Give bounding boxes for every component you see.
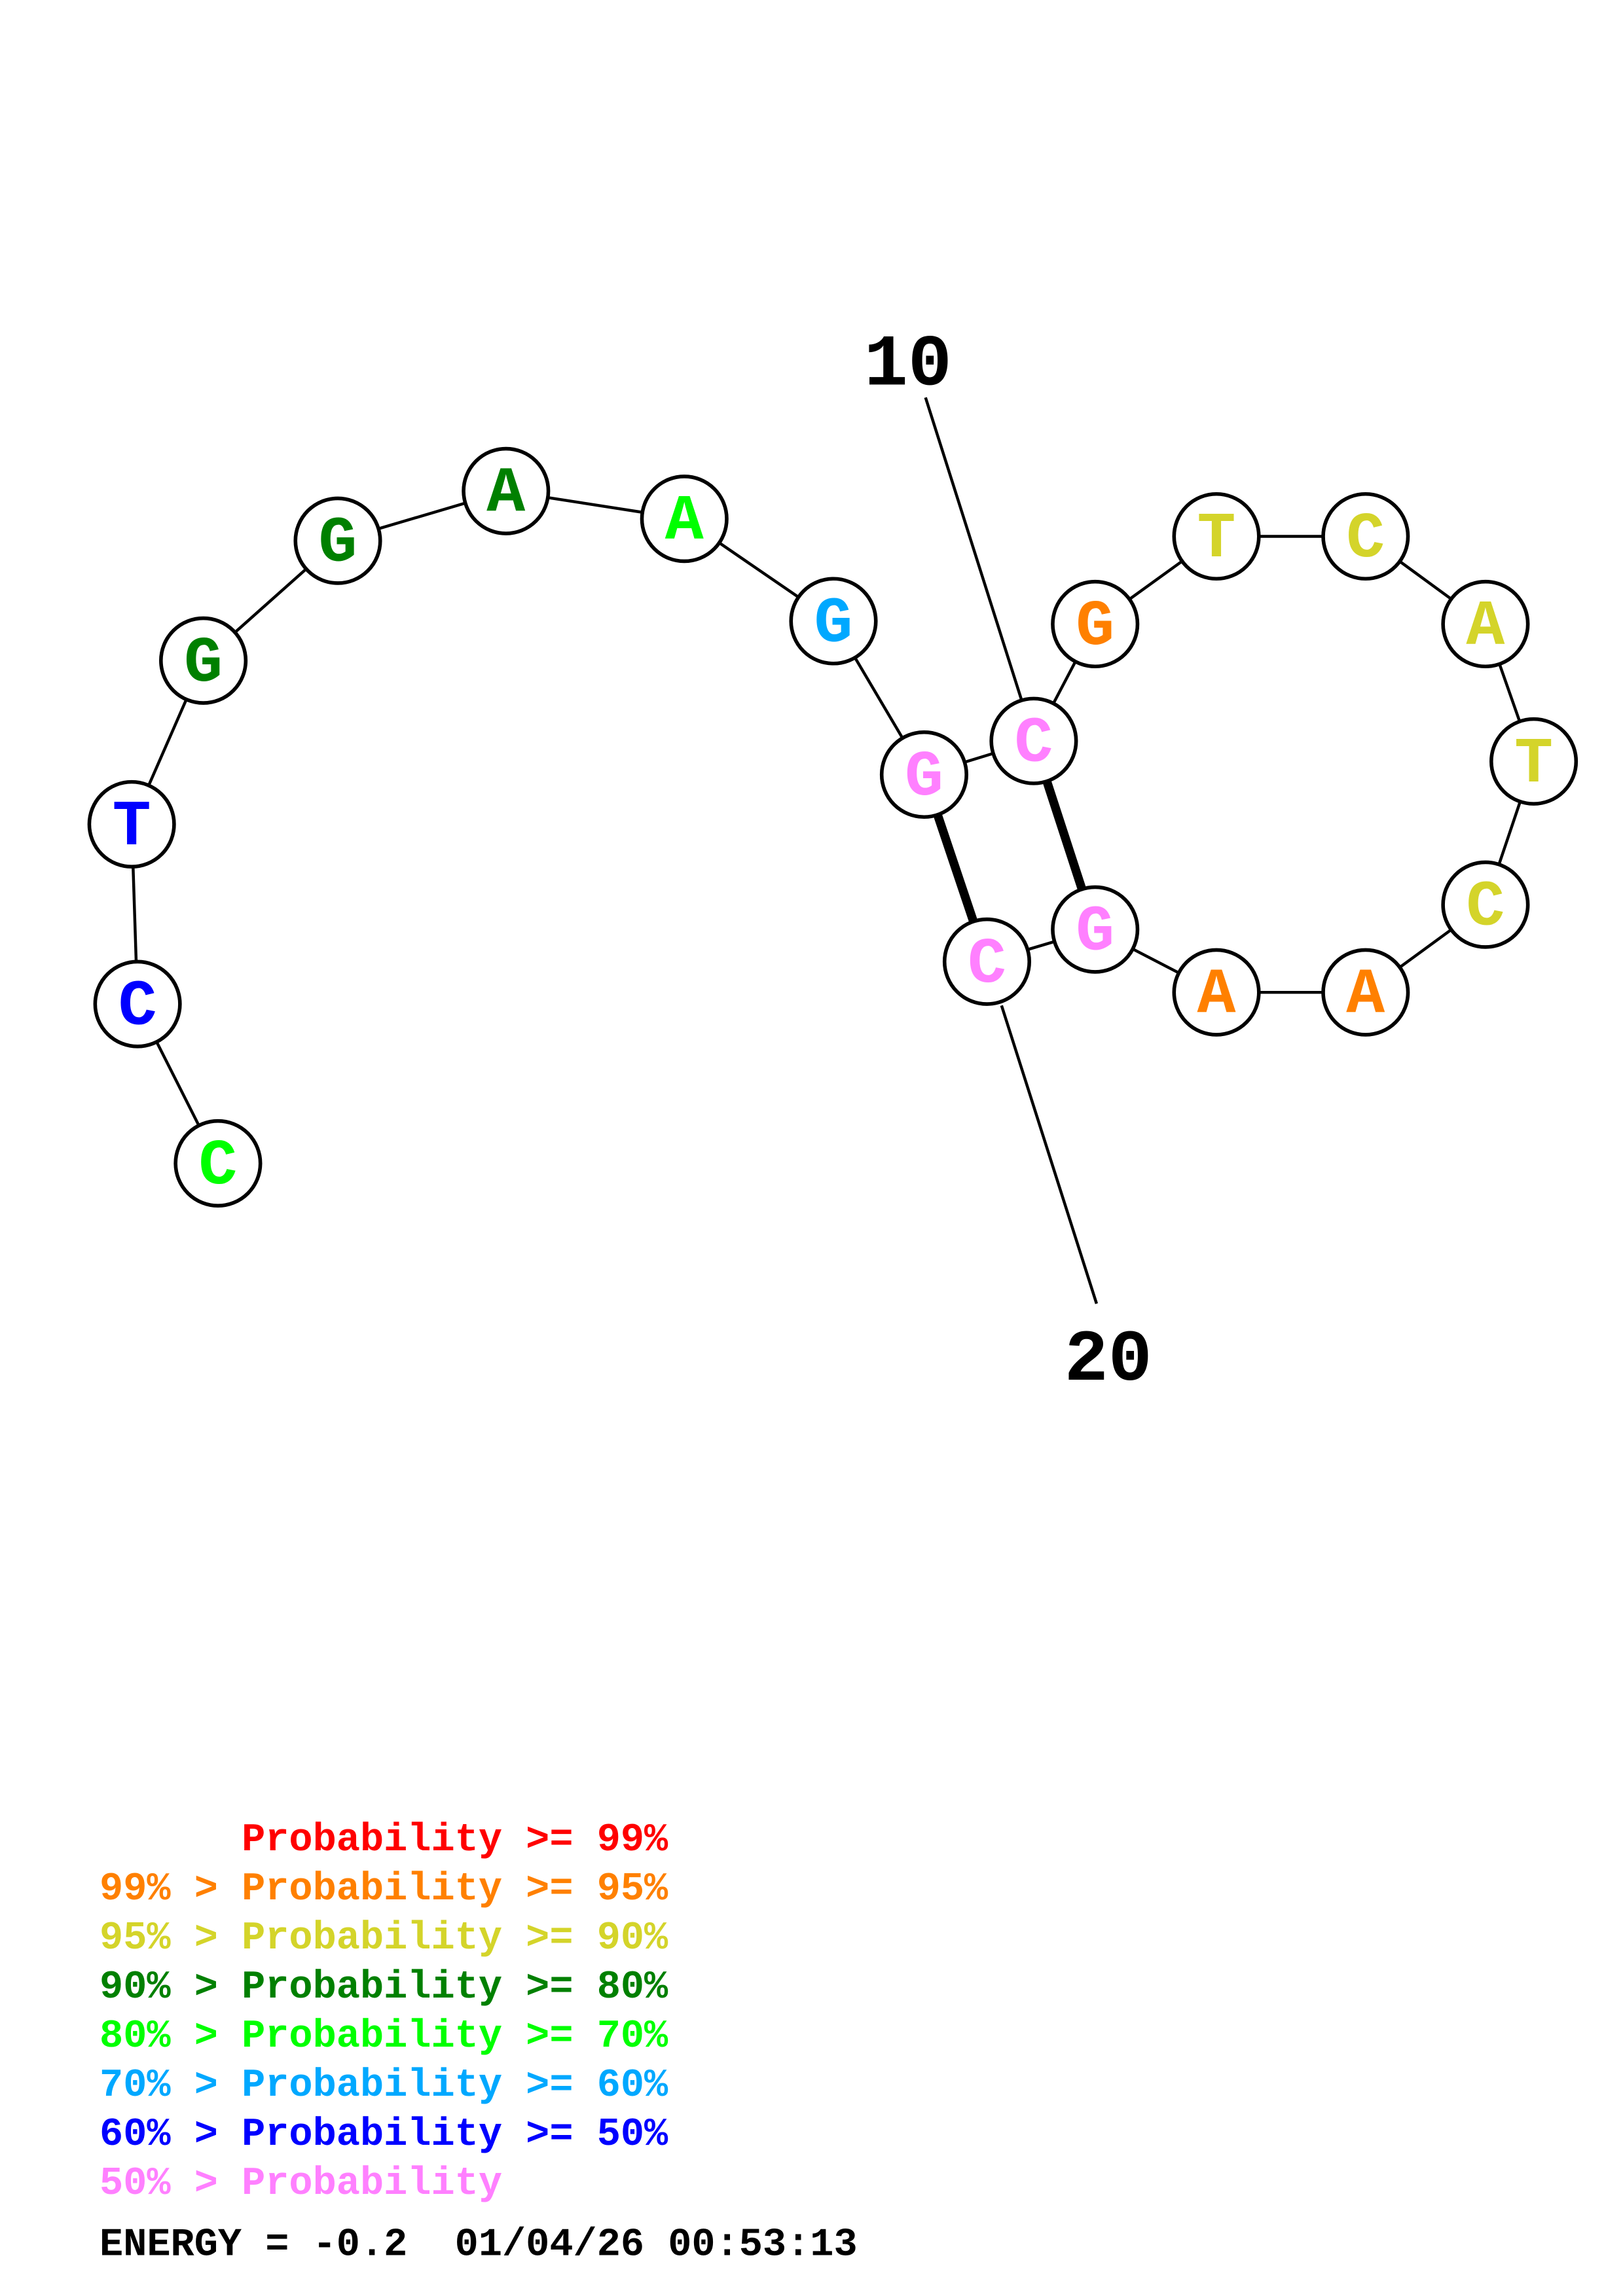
- nucleotide-7: A: [640, 475, 729, 564]
- nucleotide-12: T: [1172, 492, 1261, 581]
- nucleotide-letter: A: [486, 457, 525, 531]
- nucleotide-17: A: [1321, 948, 1410, 1037]
- nucleotide-circle: [173, 1119, 263, 1208]
- legend-entry-p70: 80% > Probability >= 70%: [100, 2015, 668, 2059]
- nucleotide-circle: [942, 917, 1032, 1006]
- position-label-10: 10: [864, 323, 952, 406]
- nucleotide-18: A: [1172, 948, 1261, 1037]
- nucleotide-letter: G: [184, 627, 223, 700]
- legend-entry-p80: 90% > Probability >= 80%: [100, 1965, 668, 2010]
- legend-entry-p60: 70% > Probability >= 60%: [100, 2064, 668, 2108]
- legend-entry-p99: Probability >= 99%: [100, 1818, 668, 1863]
- nucleotide-circle: [1172, 948, 1261, 1037]
- nucleotide-20: C: [942, 917, 1032, 1006]
- nucleotide-circle: [1441, 579, 1530, 669]
- nucleotide-letter: C: [198, 1130, 237, 1203]
- nucleotide-6: A: [462, 446, 551, 535]
- nucleotide-13: C: [1321, 492, 1410, 581]
- nucleotide-1: C: [173, 1119, 263, 1208]
- nucleotide-letter: G: [905, 741, 943, 814]
- nucleotide-letter: A: [1346, 959, 1385, 1032]
- nucleotide-circle: [1051, 579, 1140, 669]
- nucleotide-letter: C: [968, 928, 1006, 1001]
- nucleotide-circle: [293, 496, 382, 585]
- label-20-pointer: [1000, 1005, 1099, 1304]
- nucleotide-letter: C: [1466, 871, 1504, 944]
- nucleotide-circle: [640, 475, 729, 564]
- nucleotide-circle: [93, 960, 182, 1049]
- nucleotide-circle: [159, 616, 248, 705]
- position-label-20: 20: [1065, 1319, 1152, 1402]
- nucleotide-letter: C: [1014, 708, 1053, 781]
- nucleotide-circle: [1051, 885, 1140, 974]
- nucleotide-circle: [789, 577, 878, 666]
- nucleotide-4: G: [159, 616, 248, 705]
- nucleotide-circle: [1489, 717, 1578, 806]
- nucleotide-circle: [879, 730, 968, 819]
- energy-timestamp: ENERGY = -0.2 01/04/26 00:53:13: [100, 2223, 858, 2267]
- legend-entry-p50: 60% > Probability >= 50%: [100, 2113, 668, 2157]
- nucleotide-letter: T: [113, 791, 151, 864]
- nucleotide-5: G: [293, 496, 382, 585]
- nucleotide-3: T: [87, 780, 176, 869]
- label-10-pointer: [924, 397, 1024, 702]
- nucleotide-letter: G: [319, 507, 357, 581]
- nucleotide-circle: [462, 446, 551, 535]
- nucleotide-2: C: [93, 960, 182, 1049]
- nucleotide-circle: [1321, 492, 1410, 581]
- legend-entry-low: 50% > Probability: [100, 2162, 502, 2206]
- nucleotide-15: T: [1489, 717, 1578, 806]
- nucleotide-14: A: [1441, 579, 1530, 669]
- nucleotide-letter: T: [1514, 728, 1553, 801]
- nucleotide-letter: A: [1197, 959, 1236, 1032]
- nucleotide-letter: T: [1197, 503, 1236, 576]
- nucleotide-16: C: [1441, 860, 1530, 949]
- nucleotide-letter: G: [1076, 590, 1114, 664]
- nucleotide-circle: [1172, 492, 1261, 581]
- nucleotide-circle: [1321, 948, 1410, 1037]
- nucleotide-letter: G: [814, 587, 853, 660]
- nucleotide-9: G: [879, 730, 968, 819]
- nucleotide-circle: [1441, 860, 1530, 949]
- legend-entry-p95: 99% > Probability >= 95%: [100, 1867, 668, 1912]
- nucleotide-8: G: [789, 577, 878, 666]
- nucleotide-circle: [87, 780, 176, 869]
- legend-entry-p90: 95% > Probability >= 90%: [100, 1916, 668, 1961]
- probability-legend: Probability >= 99%99% > Probability >= 9…: [100, 1818, 668, 2206]
- nucleotide-11: G: [1051, 579, 1140, 669]
- nucleotide-letter: A: [665, 485, 704, 558]
- nucleotide-letter: A: [1466, 590, 1504, 664]
- nucleotide-letter: C: [1346, 503, 1385, 576]
- nucleotide-letter: G: [1076, 896, 1114, 969]
- nucleotide-circle: [989, 696, 1078, 785]
- nucleotide-letter: C: [119, 971, 157, 1044]
- nucleotide-19: G: [1051, 885, 1140, 974]
- nucleotide-10: C: [989, 696, 1078, 785]
